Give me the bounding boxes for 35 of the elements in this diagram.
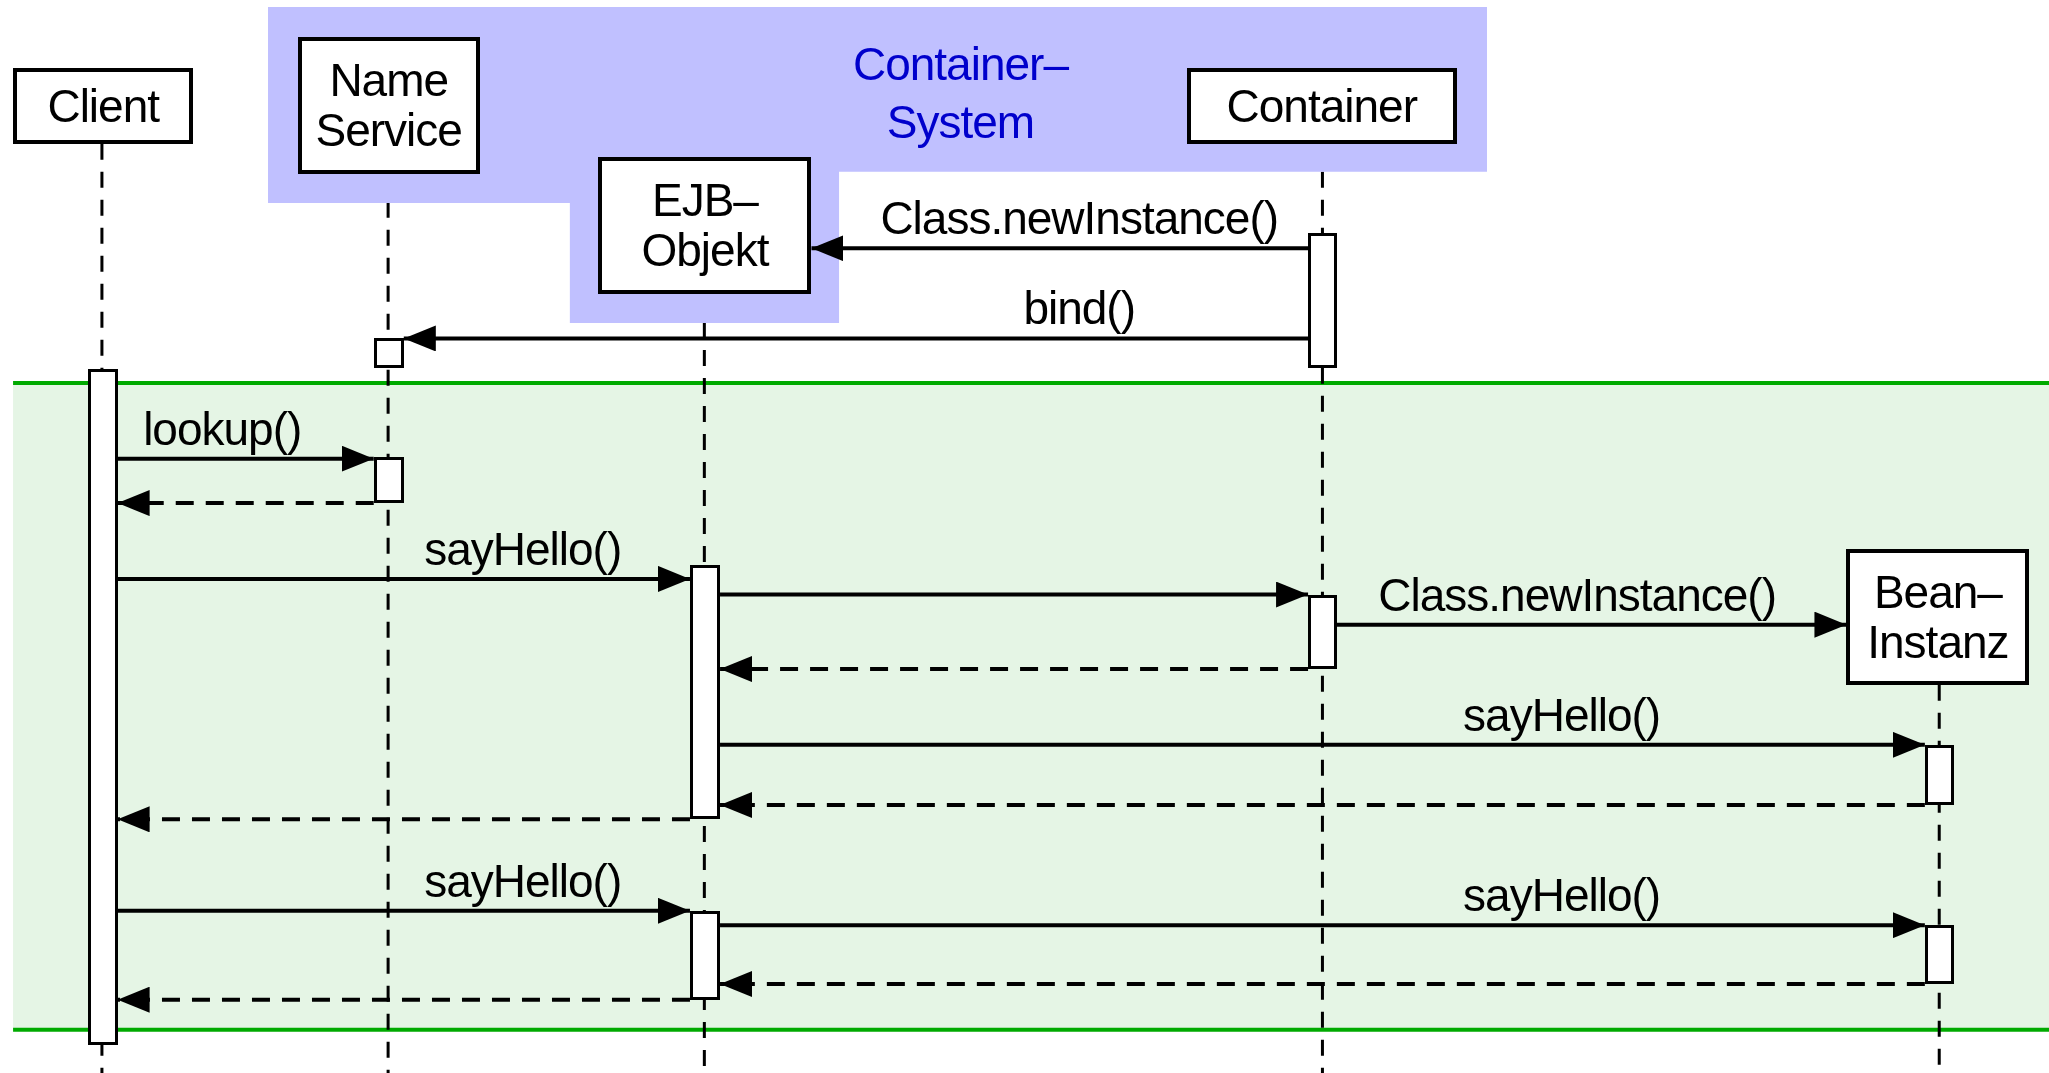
- return-arrow: [720, 971, 1925, 997]
- message-arrow: [117, 445, 374, 472]
- activation-bar: [1308, 232, 1337, 369]
- participant-box: [598, 156, 812, 294]
- message-arrow: [117, 897, 690, 924]
- participant-box: [297, 36, 480, 174]
- activation-bar: [689, 910, 720, 1000]
- participant-box: [1186, 67, 1457, 144]
- return-arrow: [117, 986, 690, 1013]
- message-arrow: [720, 912, 1925, 939]
- activation-bar: [1924, 925, 1954, 984]
- return-arrow: [117, 806, 690, 833]
- activation-bar: [1924, 744, 1954, 805]
- activation-bar: [373, 338, 404, 369]
- participant-box: [13, 67, 194, 144]
- message-arrow: [720, 581, 1309, 608]
- message-arrow: [720, 731, 1925, 758]
- message-arrow: [403, 325, 1309, 352]
- participant-label: EJB– Objekt: [640, 175, 771, 276]
- message-arrow: [1336, 611, 1847, 638]
- participant-box: [1846, 548, 2030, 685]
- activation-bar: [373, 457, 404, 504]
- participant-label: Name Service: [314, 55, 463, 156]
- activation-bar: [87, 368, 118, 1046]
- group-title: Container– System: [851, 37, 1070, 151]
- message-arrow: [811, 235, 1309, 262]
- participant-label: Client: [47, 80, 160, 131]
- message-arrow: [117, 565, 690, 592]
- activation-bar: [1308, 594, 1337, 670]
- participant-label: Container: [1226, 80, 1417, 131]
- participant-label: Bean– Instanz: [1866, 566, 2010, 667]
- return-arrow: [720, 791, 1925, 818]
- return-arrow: [117, 490, 374, 517]
- return-arrow: [720, 656, 1309, 683]
- activation-bar: [689, 564, 720, 820]
